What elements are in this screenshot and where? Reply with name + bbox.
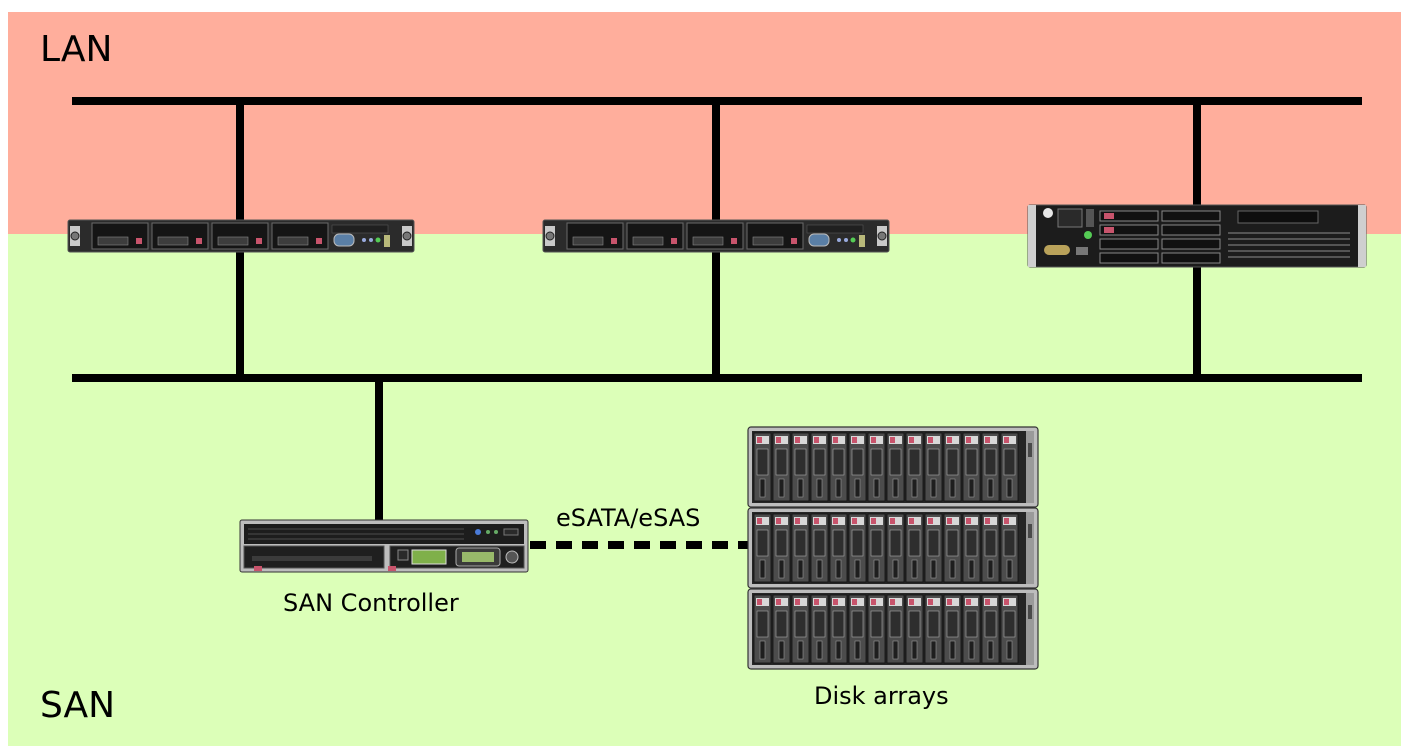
disk-drive bbox=[924, 594, 943, 664]
disk-drive bbox=[753, 594, 772, 664]
server-2 bbox=[542, 219, 890, 253]
disk-drive bbox=[810, 432, 829, 502]
disk-drive bbox=[943, 594, 962, 664]
disk-drive bbox=[829, 432, 848, 502]
disk-arrays bbox=[747, 426, 1039, 670]
disk-drive bbox=[981, 594, 1000, 664]
disk-drive bbox=[848, 594, 867, 664]
disk-drive bbox=[943, 513, 962, 583]
disk-drive bbox=[1000, 513, 1019, 583]
disk-drive bbox=[1000, 594, 1019, 664]
disk-drive bbox=[905, 594, 924, 664]
disk-drive bbox=[924, 432, 943, 502]
disk-drive bbox=[943, 432, 962, 502]
san-zone-title: SAN bbox=[40, 685, 116, 726]
disk-drive bbox=[962, 594, 981, 664]
disk-drive bbox=[848, 432, 867, 502]
disk-drive bbox=[810, 513, 829, 583]
san-zone bbox=[8, 234, 1401, 746]
disk-drive bbox=[810, 594, 829, 664]
disk-drive bbox=[829, 594, 848, 664]
lan-bus bbox=[72, 97, 1362, 222]
disk-drive bbox=[772, 513, 791, 583]
disk-drive bbox=[791, 432, 810, 502]
server-1 bbox=[67, 219, 415, 253]
disk-drive bbox=[791, 594, 810, 664]
server-3 bbox=[1027, 204, 1367, 268]
disk-drive bbox=[772, 432, 791, 502]
disk-drive bbox=[753, 432, 772, 502]
lan-zone bbox=[8, 12, 1401, 234]
disk-drive bbox=[867, 594, 886, 664]
disk-drive bbox=[867, 513, 886, 583]
san-controller bbox=[239, 519, 529, 573]
disk-drive bbox=[905, 513, 924, 583]
disk-drive bbox=[829, 513, 848, 583]
disk-drive bbox=[905, 432, 924, 502]
disk-drive bbox=[1000, 432, 1019, 502]
disk-drive bbox=[886, 513, 905, 583]
disk-drive bbox=[772, 594, 791, 664]
san-bus bbox=[72, 252, 1362, 522]
disk-drive bbox=[981, 432, 1000, 502]
esata-esas-label: eSATA/eSAS bbox=[556, 504, 701, 532]
disk-drive bbox=[848, 513, 867, 583]
disk-drive bbox=[791, 513, 810, 583]
disk-drive bbox=[962, 513, 981, 583]
disk-drive bbox=[924, 513, 943, 583]
disk-arrays-label: Disk arrays bbox=[814, 682, 949, 710]
san-controller-label: SAN Controller bbox=[283, 589, 459, 617]
disk-drive bbox=[753, 513, 772, 583]
disk-drive bbox=[981, 513, 1000, 583]
disk-drive bbox=[886, 594, 905, 664]
lan-zone-title: LAN bbox=[40, 29, 113, 70]
disk-drive bbox=[962, 432, 981, 502]
disk-drive bbox=[867, 432, 886, 502]
disk-drive bbox=[886, 432, 905, 502]
